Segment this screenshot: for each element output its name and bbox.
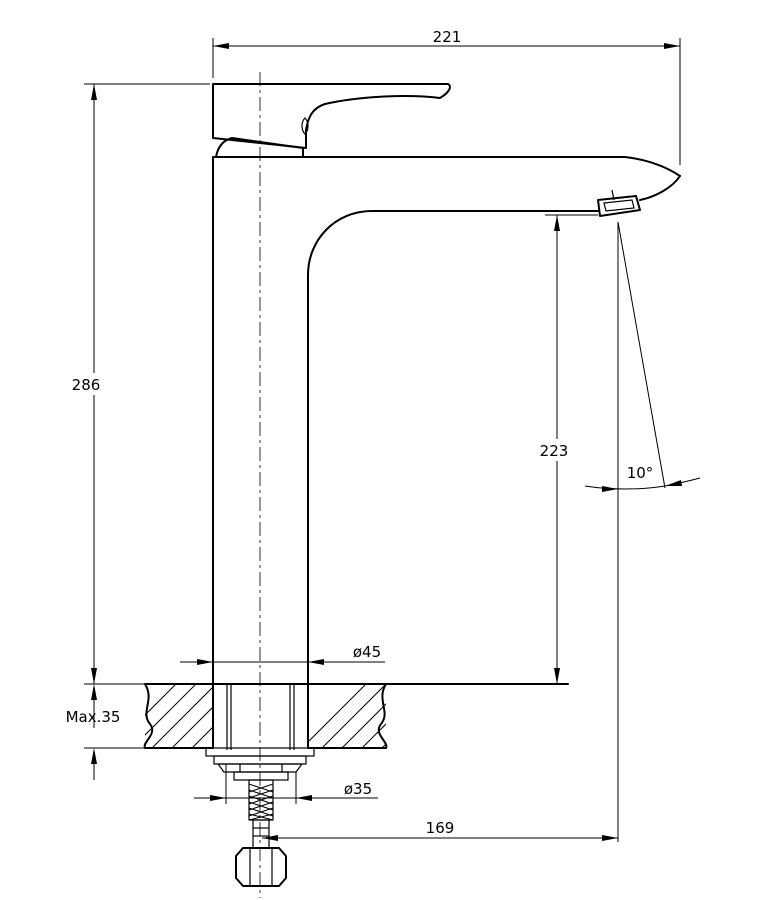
reach-label: 169 [426, 819, 455, 837]
angle-label: 10° [627, 464, 654, 482]
spout-height-label: 223 [540, 442, 569, 460]
dimension-total-width: 221 [212, 28, 681, 165]
total-width-label: 221 [433, 28, 462, 46]
dimension-total-height: 286 [62, 83, 210, 685]
countertop-hatch-right [308, 684, 386, 749]
dimension-hole-diameter: ø35 [194, 764, 378, 804]
body-diameter-label: ø45 [353, 643, 381, 661]
dimension-body-diameter: ø45 [180, 643, 385, 665]
aerator [597, 189, 641, 217]
dimension-spout-height: 223 [526, 214, 598, 684]
dimension-reach: 169 [262, 819, 618, 841]
faucet-handle [212, 83, 451, 158]
countertop-hatch-left [145, 684, 213, 749]
total-height-label: 286 [72, 376, 101, 394]
flexible-hose [235, 779, 287, 887]
dimension-angle: 10° [584, 221, 701, 842]
hole-diameter-label: ø35 [344, 780, 372, 798]
countertop-section [143, 683, 569, 749]
dimension-max-thickness: Max.35 [66, 684, 145, 780]
faucet-body [212, 156, 681, 685]
max-thickness-label: Max.35 [66, 708, 121, 726]
